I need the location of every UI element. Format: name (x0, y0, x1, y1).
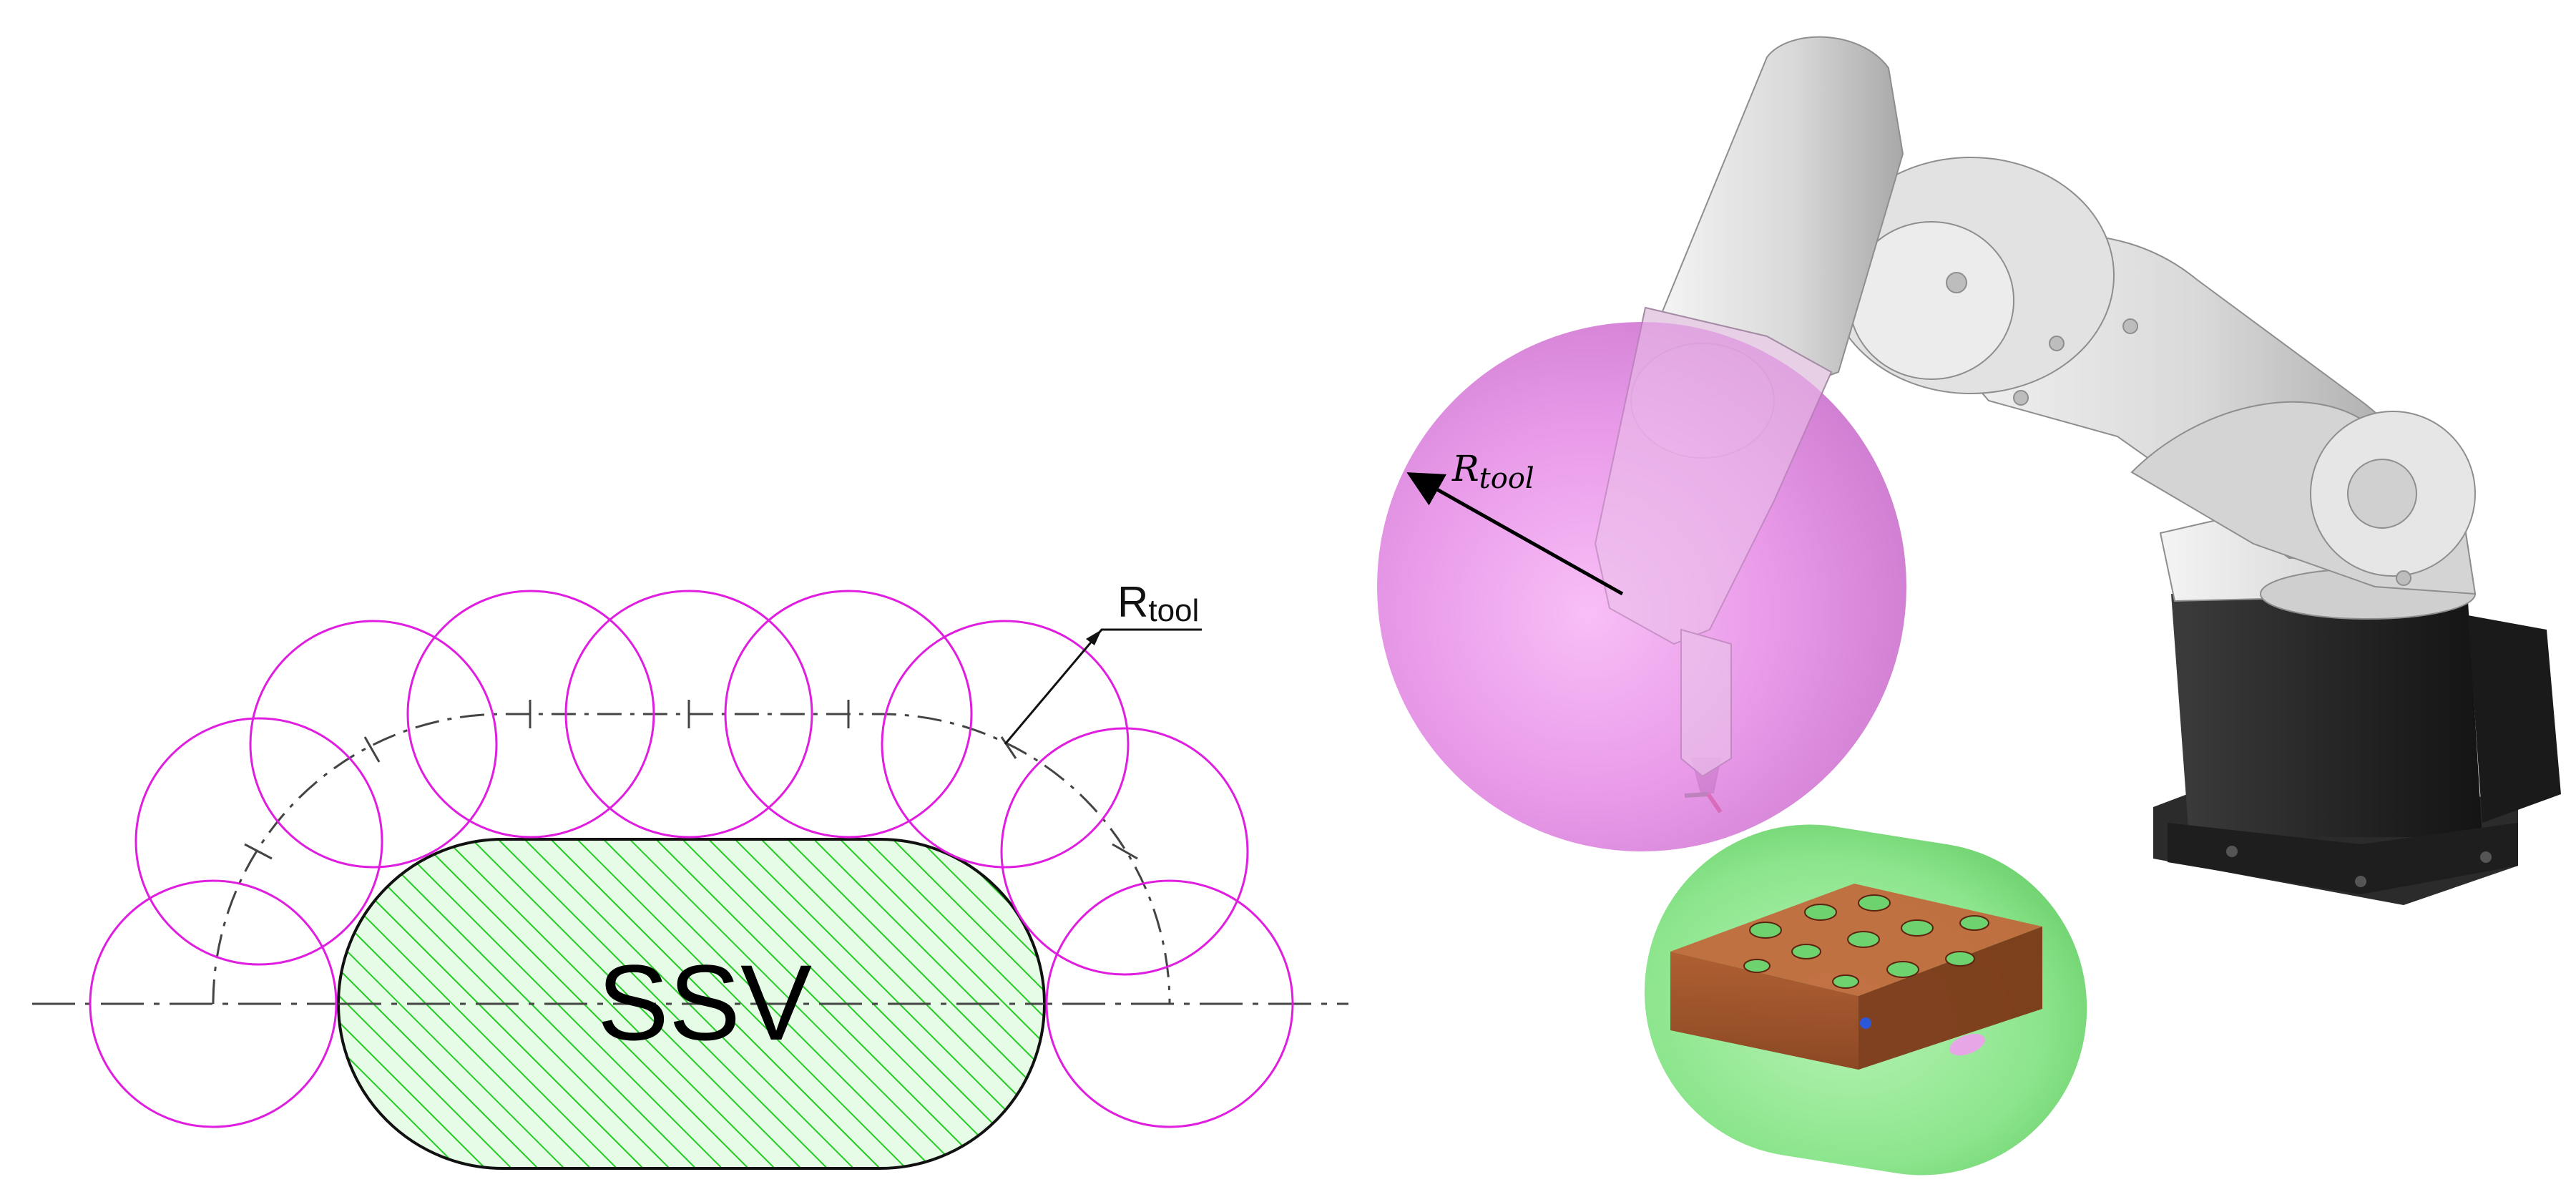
ssv-diagram: Rtool SSV (32, 578, 1348, 1170)
tool-circle (1045, 879, 1294, 1128)
tool-circle (724, 590, 973, 839)
radius-label-right: Rtool (1451, 448, 1534, 495)
tool-circle (1000, 727, 1249, 976)
offset-path (212, 713, 1171, 1005)
ssv-label: SSV (597, 942, 812, 1062)
radius-leader-arrow (1086, 630, 1102, 645)
robot-base (2153, 594, 2561, 905)
tool-tip-overlay (1594, 306, 1833, 778)
path-ticks (244, 700, 1138, 860)
radius-label-left: Rtool (1117, 578, 1199, 628)
robot-scene: Rtool (1377, 36, 2561, 1176)
sphere-radius-arrow (1406, 472, 1624, 596)
tool-circle (89, 879, 338, 1128)
tool-circle (564, 590, 813, 839)
tool-circle (406, 590, 655, 839)
tool-circle (881, 620, 1130, 869)
tool-circle (249, 620, 498, 869)
tool-circles (89, 590, 1294, 1128)
tool-circle (134, 717, 383, 966)
radius-leader-line (1004, 628, 1202, 745)
workpiece (1670, 884, 2042, 1070)
